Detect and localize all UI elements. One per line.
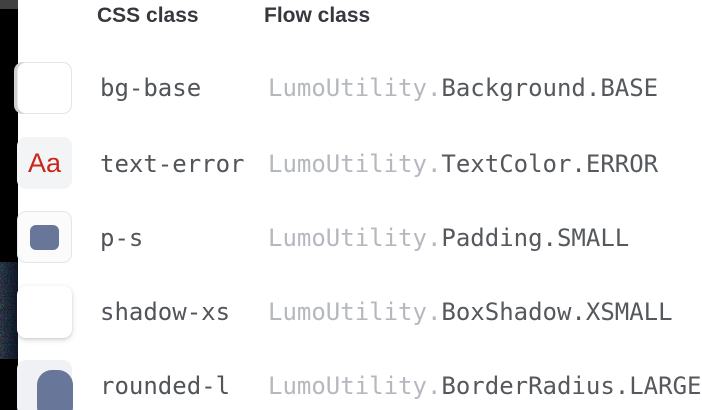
flow-class-text-error: LumoUtility.TextColor.ERROR [268, 151, 658, 177]
flow-class-prefix: LumoUtility. [268, 74, 442, 102]
css-class-text-error: text-error [100, 150, 245, 178]
swatch-padding-small [17, 211, 72, 263]
swatch-rounded-large [17, 360, 73, 410]
flow-class-prefix: LumoUtility. [268, 298, 442, 326]
column-header-css-class: CSS class [97, 4, 199, 27]
flow-class-rest: Background.BASE [441, 74, 659, 102]
swatch-shadow-xs [17, 286, 72, 338]
flow-class-prefix: LumoUtility. [268, 372, 442, 400]
rounded-large-inner-box [37, 370, 73, 410]
flow-class-shadow-xs: LumoUtility.BoxShadow.XSMALL [268, 299, 673, 325]
text-error-sample-text: Aa [27, 147, 62, 178]
left-edge-noise-artifact [0, 262, 18, 359]
swatch-text-error: Aa [17, 137, 72, 189]
flow-class-bg-base: LumoUtility.Background.BASE [268, 75, 658, 101]
padding-small-inner-box [30, 224, 59, 250]
css-class-bg-base: bg-base [100, 74, 202, 102]
flow-class-rest: TextColor.ERROR [441, 150, 659, 178]
css-class-p-s: p-s [100, 224, 144, 252]
left-edge-strip [0, 0, 18, 410]
flow-class-rest: Padding.SMALL [441, 224, 630, 252]
left-edge-strip-top [0, 0, 18, 9]
flow-class-rounded-l: LumoUtility.BorderRadius.LARGE [268, 373, 701, 399]
column-header-flow-class: Flow class [264, 4, 371, 27]
flow-class-rest: BoxShadow.XSMALL [441, 298, 673, 326]
swatch-bg-base [17, 62, 72, 114]
flow-class-prefix: LumoUtility. [268, 150, 442, 178]
flow-class-prefix: LumoUtility. [268, 224, 442, 252]
css-class-shadow-xs: shadow-xs [100, 298, 231, 326]
css-class-rounded-l: rounded-l [100, 372, 231, 400]
flow-class-p-s: LumoUtility.Padding.SMALL [268, 225, 629, 251]
flow-class-rest: BorderRadius.LARGE [441, 372, 702, 400]
